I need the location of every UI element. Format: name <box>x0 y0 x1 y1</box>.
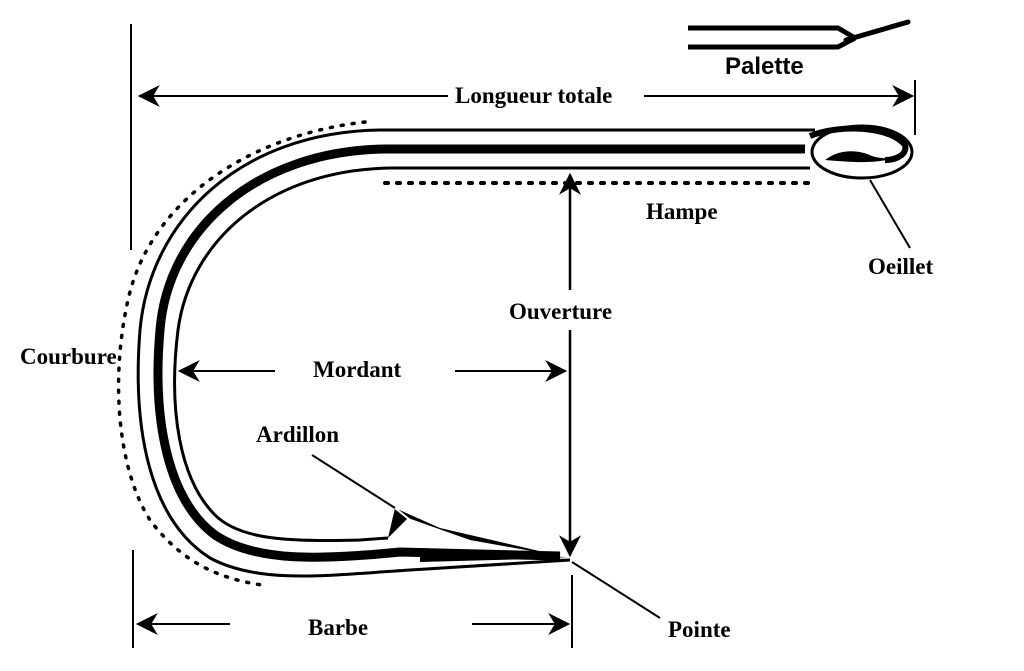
label-gap: Ouverture <box>509 299 613 324</box>
eye-icon <box>808 124 914 180</box>
throat-dimension <box>132 550 573 648</box>
total-length-dimension <box>130 24 916 250</box>
label-bend: Courbure <box>20 344 117 369</box>
point-leader-line <box>571 561 661 619</box>
eye-leader-line <box>869 179 911 249</box>
label-bite: Mordant <box>313 357 402 382</box>
label-point: Pointe <box>668 617 731 642</box>
label-barb: Ardillon <box>256 422 340 447</box>
label-palette: Palette <box>725 53 804 80</box>
bend-dotted-arc <box>116 120 367 587</box>
label-shank: Hampe <box>646 199 718 224</box>
label-eye: Oeillet <box>868 254 934 279</box>
palette-shank-icon <box>688 19 911 50</box>
label-throat: Barbe <box>308 615 369 640</box>
barb-leader-line <box>311 454 396 509</box>
hook-body <box>136 128 815 578</box>
label-total-length: Longueur totale <box>455 83 613 108</box>
